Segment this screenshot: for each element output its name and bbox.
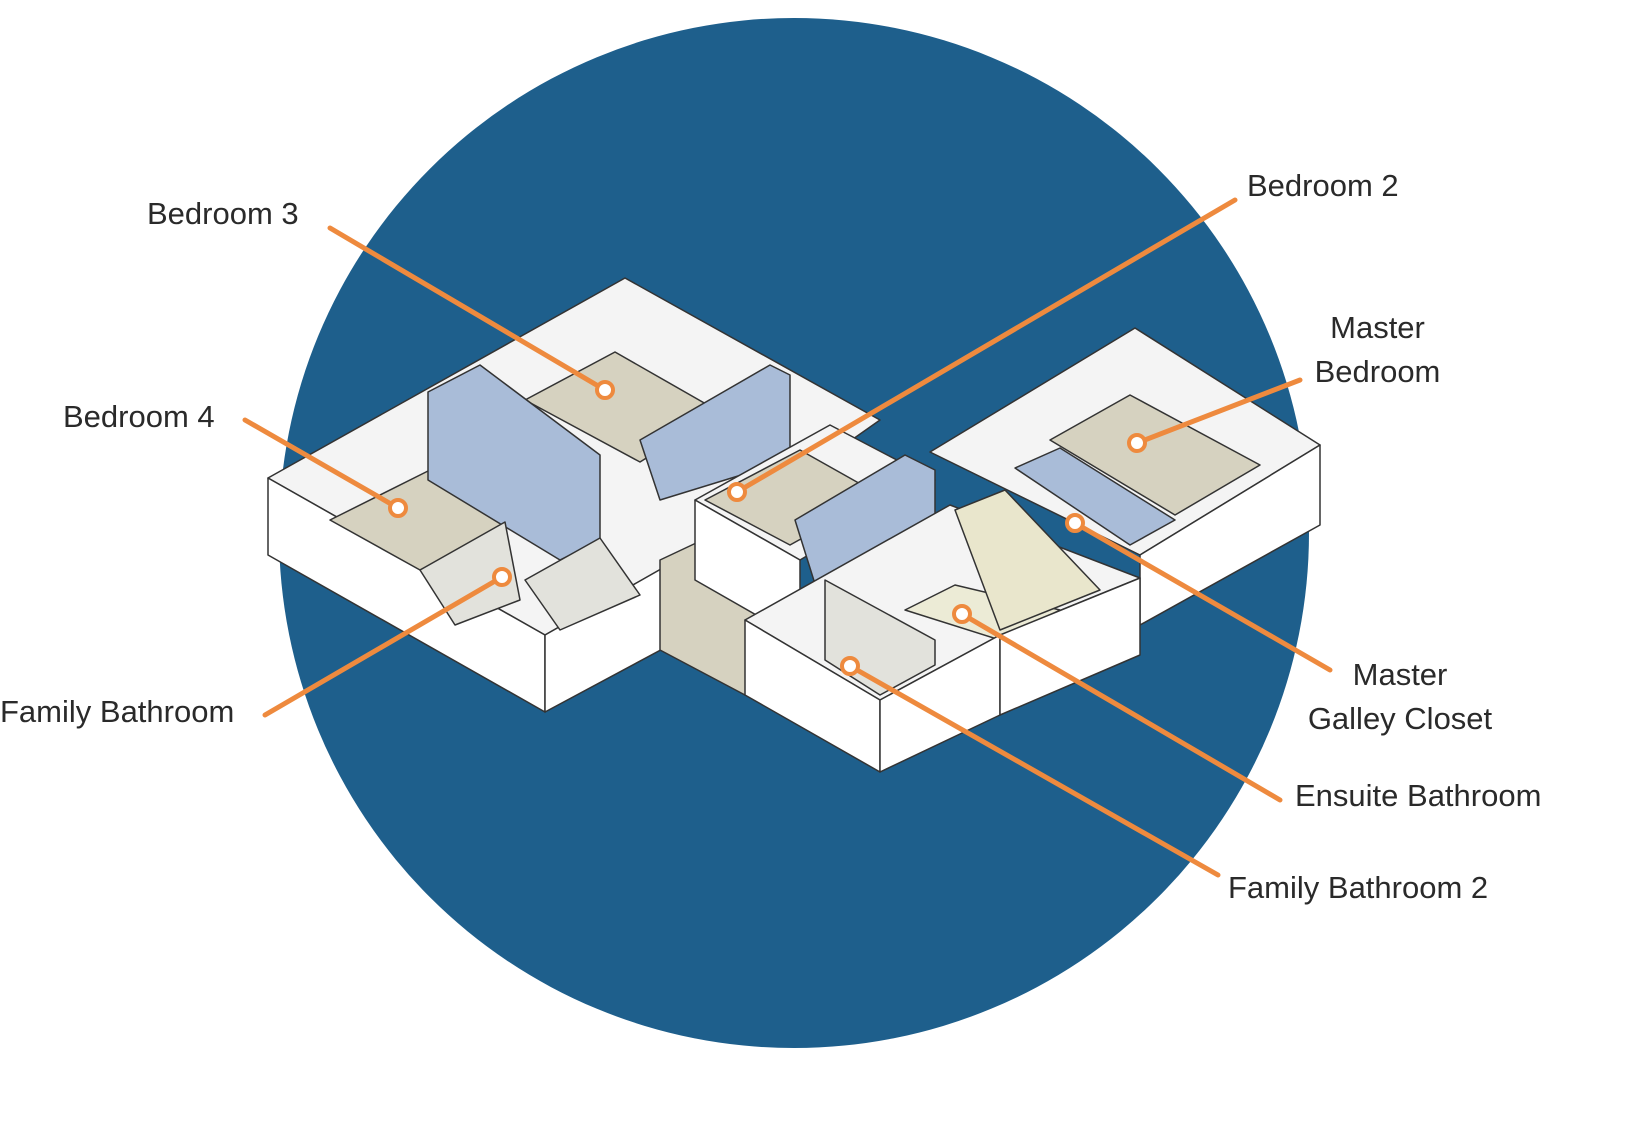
leader-master-galley-closet bbox=[1072, 520, 1333, 673]
marker-family-bathroom bbox=[492, 567, 512, 587]
leader-bedroom3 bbox=[327, 225, 608, 393]
label-family-bathroom: Family Bathroom bbox=[0, 694, 235, 729]
house-isometric bbox=[267, 277, 1321, 773]
label-master-galley-closet-line2: Galley Closet bbox=[1307, 701, 1493, 736]
family-bathroom-tiles-2 bbox=[524, 537, 641, 631]
master-bedroom-floor bbox=[1049, 394, 1261, 516]
leader-family-bathroom bbox=[262, 574, 505, 718]
label-family-bathroom2: Family Bathroom 2 bbox=[1228, 870, 1489, 905]
galley-closet bbox=[1014, 447, 1176, 546]
leader-bedroom4 bbox=[242, 417, 401, 511]
marker-ensuite-bathroom bbox=[952, 604, 972, 624]
marker-master-bedroom bbox=[1127, 433, 1147, 453]
leader-lines bbox=[242, 197, 1333, 878]
label-master-bedroom-line2: Bedroom bbox=[1314, 354, 1441, 389]
ensuite-tiles bbox=[954, 489, 1101, 631]
label-bedroom2: Bedroom 2 bbox=[1247, 168, 1399, 203]
room-markers bbox=[388, 380, 1147, 676]
ensuite-wall bbox=[999, 577, 1141, 716]
marker-bedroom3 bbox=[595, 380, 615, 400]
marker-bedroom4 bbox=[388, 498, 408, 518]
marker-bedroom2 bbox=[727, 482, 747, 502]
family-bathroom-tiles bbox=[419, 521, 521, 626]
leader-family-bathroom2 bbox=[847, 663, 1221, 878]
leader-master-bedroom bbox=[1134, 377, 1303, 446]
marker-family-bathroom2 bbox=[840, 656, 860, 676]
label-bedroom3: Bedroom 3 bbox=[147, 196, 299, 231]
label-ensuite-bathroom: Ensuite Bathroom bbox=[1295, 778, 1542, 813]
leader-bedroom2 bbox=[734, 197, 1238, 495]
label-master-bedroom: Master Bedroom bbox=[1300, 306, 1455, 394]
label-bedroom4: Bedroom 4 bbox=[63, 399, 215, 434]
label-master-bedroom-line1: Master bbox=[1330, 310, 1425, 345]
label-master-galley-closet: Master Galley Closet bbox=[1295, 653, 1505, 741]
label-master-galley-closet-line1: Master bbox=[1352, 657, 1448, 692]
marker-master-galley-closet bbox=[1065, 513, 1085, 533]
closet-bedroom2 bbox=[639, 364, 791, 501]
leader-ensuite-bathroom bbox=[959, 611, 1283, 803]
